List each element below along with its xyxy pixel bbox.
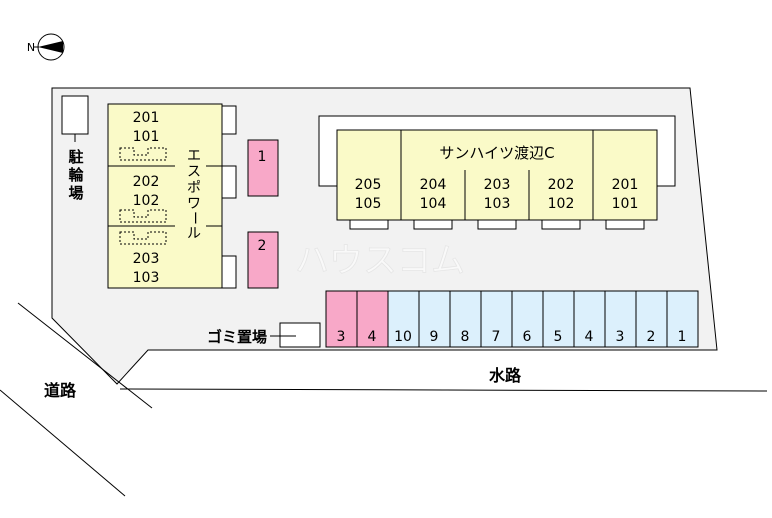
bicycle-parking-box (61, 95, 89, 135)
west-parking-label-2: 2 (258, 238, 267, 254)
parking-label-2: 4 (368, 329, 377, 345)
building-east: サンハイツ渡辺C 205 105 204 104 203 103 202 102… (318, 115, 676, 230)
west-unit-3-upper: 203 (133, 251, 160, 267)
west-unit-1-upper: 201 (133, 110, 160, 126)
compass-arrow-icon (38, 41, 63, 53)
west-unit-3-lower: 103 (133, 270, 160, 286)
garbage-area: ゴミ置場 (207, 322, 321, 348)
compass-label: N (27, 41, 35, 54)
waterway-line (119, 388, 768, 392)
parking-label-10: 3 (616, 329, 625, 345)
stair-west-1 (119, 147, 167, 161)
east-unit-1-lower: 105 (355, 196, 382, 212)
building-west-name-1: エ (187, 148, 201, 164)
parking-label-4: 9 (430, 329, 439, 345)
garbage-label: ゴミ置場 (207, 328, 267, 346)
parking-label-7: 6 (523, 329, 532, 345)
compass: N (27, 33, 65, 61)
parking-space-6 (480, 290, 513, 348)
waterway-label: 水路 (489, 366, 522, 385)
west-parking: 1 2 (247, 139, 279, 289)
west-unit-2-lower: 102 (133, 193, 160, 209)
east-unit-2-upper: 204 (420, 177, 447, 193)
east-unit-1-upper: 205 (355, 177, 382, 193)
stair-west-3 (119, 231, 167, 245)
parking-space-2 (356, 290, 389, 348)
bicycle-parking-label-3: 場 (68, 184, 83, 202)
watermark: ハウスコム (295, 241, 465, 281)
east-balcony-4 (541, 219, 581, 230)
east-unit-3-upper: 203 (484, 177, 511, 193)
parking-label-11: 2 (647, 329, 656, 345)
parking-space-10 (604, 290, 637, 348)
west-unit-1-lower: 101 (133, 129, 160, 145)
east-unit-4-lower: 102 (548, 196, 575, 212)
road-edge-left (17, 302, 153, 409)
west-unit-2-upper: 202 (133, 174, 160, 190)
road-edge-right (0, 389, 126, 497)
parking-label-1: 3 (337, 329, 346, 345)
parking-label-8: 5 (554, 329, 563, 345)
balcony-west-2 (221, 165, 237, 199)
parking-label-6: 7 (492, 329, 501, 345)
east-balcony-1 (349, 219, 389, 230)
east-balcony-2 (413, 219, 453, 230)
balcony-west-3 (221, 255, 237, 289)
parking-label-12: 1 (678, 329, 687, 345)
east-unit-4-upper: 202 (548, 177, 575, 193)
parking-space-7 (511, 290, 544, 348)
parking-space-5 (449, 290, 482, 348)
garbage-box (279, 322, 321, 348)
east-unit-5-upper: 201 (612, 177, 639, 193)
building-west-name-6: ル (187, 226, 201, 242)
parking-space-8 (542, 290, 575, 348)
building-west: 201 101 202 102 203 103 エ ス ポ ワ ー ル (107, 103, 237, 289)
east-balcony-5 (605, 219, 645, 230)
parking-space-4 (418, 290, 451, 348)
west-parking-space-1 (247, 139, 279, 197)
balcony-west-1 (221, 105, 237, 135)
east-unit-2-lower: 104 (420, 196, 447, 212)
road-label: 道路 (44, 381, 77, 400)
west-parking-label-1: 1 (258, 149, 267, 165)
bicycle-parking-label-1: 駐 (68, 148, 83, 166)
building-west-name-4: ワ (187, 196, 201, 212)
building-west-name-3: ポ (187, 180, 201, 196)
parking-space-11 (635, 290, 668, 348)
bicycle-parking-label-2: 輪 (68, 166, 84, 184)
parking-label-9: 4 (585, 329, 594, 345)
stair-west-2 (119, 209, 167, 223)
parking-space-9 (573, 290, 606, 348)
parking-space-12 (666, 290, 699, 348)
bicycle-parking: 駐 輪 場 (61, 95, 89, 202)
building-east-name: サンハイツ渡辺C (439, 144, 554, 162)
east-unit-3-lower: 103 (484, 196, 511, 212)
east-balcony-3 (477, 219, 517, 230)
building-west-name-5: ー (186, 211, 202, 225)
parking-space-3 (387, 290, 420, 348)
west-parking-space-2 (247, 231, 279, 289)
parking-row: 3 4 10 9 8 7 6 5 4 3 2 1 (325, 290, 699, 348)
building-west-body (107, 103, 223, 289)
building-west-name-2: ス (187, 164, 201, 180)
building-east-body (336, 129, 658, 221)
parking-label-3: 10 (394, 329, 412, 345)
parking-label-5: 8 (461, 329, 470, 345)
east-unit-5-lower: 101 (612, 196, 639, 212)
